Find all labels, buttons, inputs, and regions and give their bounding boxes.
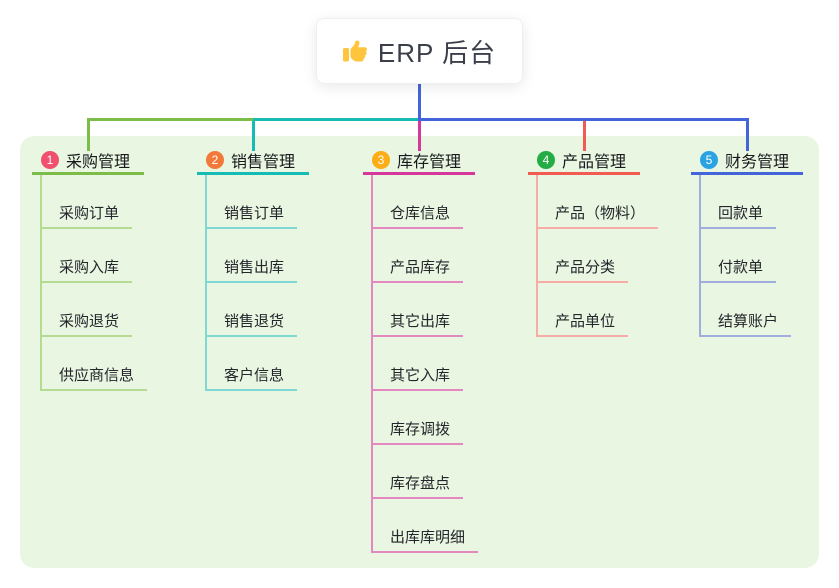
child-node-label: 仓库信息 [390, 205, 451, 222]
branch-children: 采购订单采购入库采购退货供应商信息 [40, 175, 148, 391]
child-node-label: 结算账户 [718, 313, 779, 330]
child-node-label: 产品（物料） [555, 205, 646, 222]
branch-number-badge: 3 [372, 151, 390, 169]
child-node-label: 库存调拨 [390, 421, 451, 438]
child-node-label: 采购退货 [59, 313, 120, 330]
branch-node-5[interactable]: 5 财务管理 [691, 148, 803, 175]
child-node-label: 客户信息 [224, 367, 285, 384]
branch-drop-line-5 [745, 118, 749, 151]
child-node[interactable]: 其它入库 [373, 337, 464, 391]
child-node[interactable]: 销售出库 [207, 229, 298, 283]
child-node[interactable]: 采购订单 [42, 175, 133, 229]
child-node[interactable]: 销售订单 [207, 175, 298, 229]
root-node-label: ERP 后台 [377, 37, 497, 68]
child-node[interactable]: 产品单位 [538, 283, 629, 337]
branch-column-3: 3 库存管理仓库信息产品库存其它出库其它入库库存调拨库存盘点出库库明细 [363, 148, 479, 553]
child-node[interactable]: 销售退货 [207, 283, 298, 337]
child-node[interactable]: 客户信息 [207, 337, 298, 391]
branch-drop-line-4 [582, 118, 586, 151]
child-node[interactable]: 付款单 [701, 229, 777, 283]
child-node-label: 出库库明细 [390, 529, 466, 546]
branch-children: 产品（物料） 产品分类产品单位 [536, 175, 659, 337]
branch-number-badge: 2 [206, 151, 224, 169]
branch-column-4: 4 产品管理产品（物料） 产品分类产品单位 [528, 148, 659, 337]
child-node-label: 付款单 [718, 259, 764, 276]
child-node[interactable]: 产品（物料） [538, 175, 659, 229]
bus-segment-teal [253, 118, 419, 121]
thumbs-up-icon [342, 40, 367, 62]
bus-segment-green [88, 118, 253, 121]
branch-title: 产品管理 [562, 154, 627, 171]
branch-column-5: 5 财务管理回款单付款单结算账户 [691, 148, 803, 337]
branch-number-badge: 5 [700, 151, 718, 169]
child-node[interactable]: 采购退货 [42, 283, 133, 337]
child-node-label: 其它出库 [390, 313, 451, 330]
child-node-label: 销售订单 [224, 205, 285, 222]
branch-drop-line-2 [251, 118, 255, 151]
child-node[interactable]: 出库库明细 [373, 499, 479, 553]
child-node-label: 采购入库 [59, 259, 120, 276]
branch-title: 财务管理 [725, 154, 790, 171]
branch-node-3[interactable]: 3 库存管理 [363, 148, 475, 175]
child-node-label: 销售退货 [224, 313, 285, 330]
branch-node-4[interactable]: 4 产品管理 [528, 148, 640, 175]
child-node-label: 库存盘点 [390, 475, 451, 492]
child-node[interactable]: 其它出库 [373, 283, 464, 337]
branch-drop-line-1 [86, 118, 90, 151]
branch-node-2[interactable]: 2 销售管理 [197, 148, 309, 175]
child-node[interactable]: 回款单 [701, 175, 777, 229]
child-node[interactable]: 采购入库 [42, 229, 133, 283]
child-node-label: 产品单位 [555, 313, 616, 330]
branches-panel [20, 136, 819, 568]
child-node[interactable]: 仓库信息 [373, 175, 464, 229]
child-node[interactable]: 结算账户 [701, 283, 792, 337]
branch-column-1: 1 采购管理采购订单采购入库采购退货供应商信息 [32, 148, 148, 391]
child-node[interactable]: 库存调拨 [373, 391, 464, 445]
child-node[interactable]: 供应商信息 [42, 337, 148, 391]
child-node-label: 产品库存 [390, 259, 451, 276]
child-node-label: 其它入库 [390, 367, 451, 384]
branch-title: 库存管理 [397, 154, 462, 171]
child-node-label: 采购订单 [59, 205, 120, 222]
child-node-label: 销售出库 [224, 259, 285, 276]
child-node[interactable]: 产品分类 [538, 229, 629, 283]
branch-children: 仓库信息产品库存其它出库其它入库库存调拨库存盘点出库库明细 [371, 175, 479, 553]
root-node[interactable]: ERP 后台 [316, 18, 523, 84]
child-node[interactable]: 产品库存 [373, 229, 464, 283]
branch-children: 销售订单销售出库销售退货客户信息 [205, 175, 309, 391]
branch-title: 销售管理 [231, 154, 296, 171]
branch-drop-line-3 [417, 118, 421, 151]
branch-number-badge: 4 [537, 151, 555, 169]
branch-column-2: 2 销售管理销售订单销售出库销售退货客户信息 [197, 148, 309, 391]
root-trunk-line [417, 84, 421, 121]
child-node-label: 产品分类 [555, 259, 616, 276]
branch-title: 采购管理 [66, 154, 131, 171]
child-node-label: 回款单 [718, 205, 764, 222]
branch-number-badge: 1 [41, 151, 59, 169]
bus-segment-blue [419, 118, 747, 121]
child-node[interactable]: 库存盘点 [373, 445, 464, 499]
branch-children: 回款单付款单结算账户 [699, 175, 803, 337]
branch-node-1[interactable]: 1 采购管理 [32, 148, 144, 175]
child-node-label: 供应商信息 [59, 367, 135, 384]
